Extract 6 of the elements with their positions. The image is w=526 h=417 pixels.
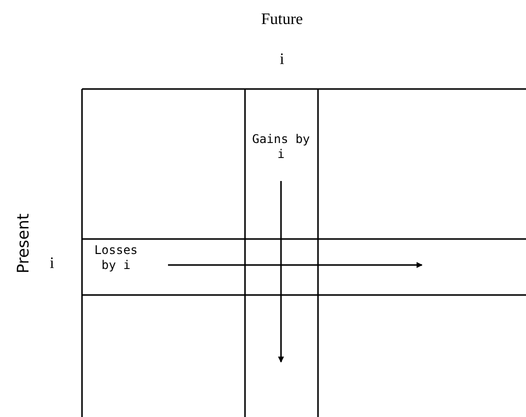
band-label: Losses by i: [86, 243, 146, 273]
column-header: i: [278, 52, 286, 67]
band-label: Gains by i: [248, 132, 314, 162]
axis-title: Future: [260, 12, 304, 27]
row-header: i: [48, 256, 56, 271]
axis-title: Present: [16, 212, 30, 276]
